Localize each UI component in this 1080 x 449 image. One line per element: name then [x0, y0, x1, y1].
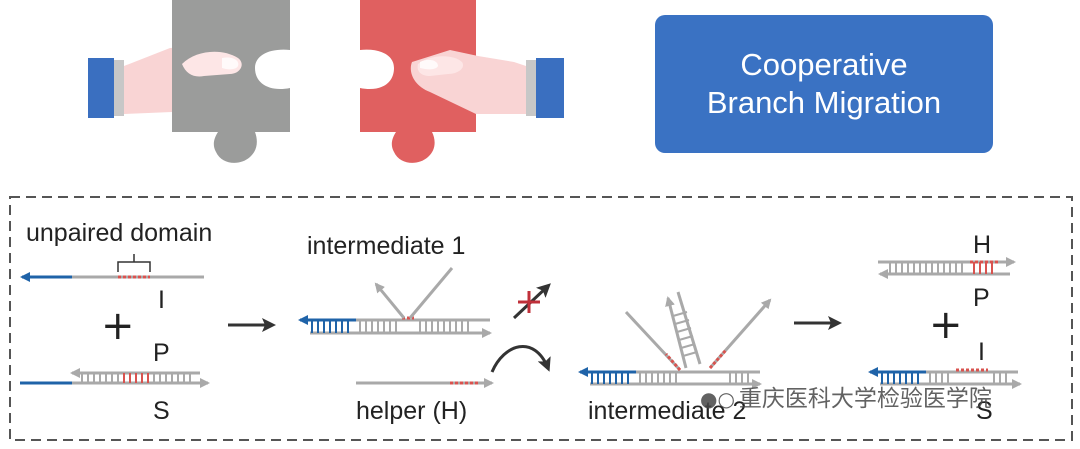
- label-strand-P-left: P: [153, 339, 170, 367]
- watermark-text: 重庆医科大学检验医学院: [738, 386, 992, 412]
- complex-I-S: [868, 367, 1022, 389]
- title-line-2: Branch Migration: [706, 85, 942, 120]
- strand-I: [20, 254, 204, 282]
- label-intermediate-2: intermediate 2: [588, 397, 747, 425]
- wechat-icon: ●○: [700, 387, 735, 411]
- label-intermediate-1: intermediate 1: [307, 232, 466, 260]
- label-strand-S-left: S: [153, 397, 170, 425]
- helper-binding-arrow: [490, 345, 551, 373]
- label-unpaired-domain: unpaired domain: [26, 219, 213, 247]
- left-sleeve: [88, 58, 114, 118]
- plus-sign-left: +: [101, 303, 135, 349]
- intermediate-1-structure: [298, 267, 492, 338]
- watermark: ●○重庆医科大学检验医学院: [700, 379, 992, 413]
- unpaired-domain-bracket: [117, 254, 151, 272]
- label-strand-P-right: P: [973, 284, 990, 312]
- label-strand-S-right: S: [976, 397, 993, 425]
- block-mark: [518, 291, 540, 313]
- complex-P-S: [20, 368, 210, 388]
- complex-H-P: [878, 257, 1016, 279]
- reaction-panel-border: [9, 196, 1073, 441]
- right-cuff: [526, 60, 536, 116]
- left-cuff: [114, 60, 124, 116]
- intermediate-2-structure: [578, 291, 772, 389]
- label-strand-I: I: [158, 286, 165, 314]
- puzzle-piece-gray: [172, 0, 290, 163]
- label-helper: helper (H): [356, 397, 468, 425]
- label-strand-H: H: [973, 231, 992, 259]
- label-strand-I-right: I: [978, 338, 985, 366]
- plus-sign-right: +: [929, 302, 963, 348]
- title-box: Cooperative Branch Migration: [655, 15, 993, 153]
- puzzle-illustration: [88, 0, 564, 163]
- title-line-1: Cooperative: [740, 47, 908, 82]
- right-sleeve: [536, 58, 564, 118]
